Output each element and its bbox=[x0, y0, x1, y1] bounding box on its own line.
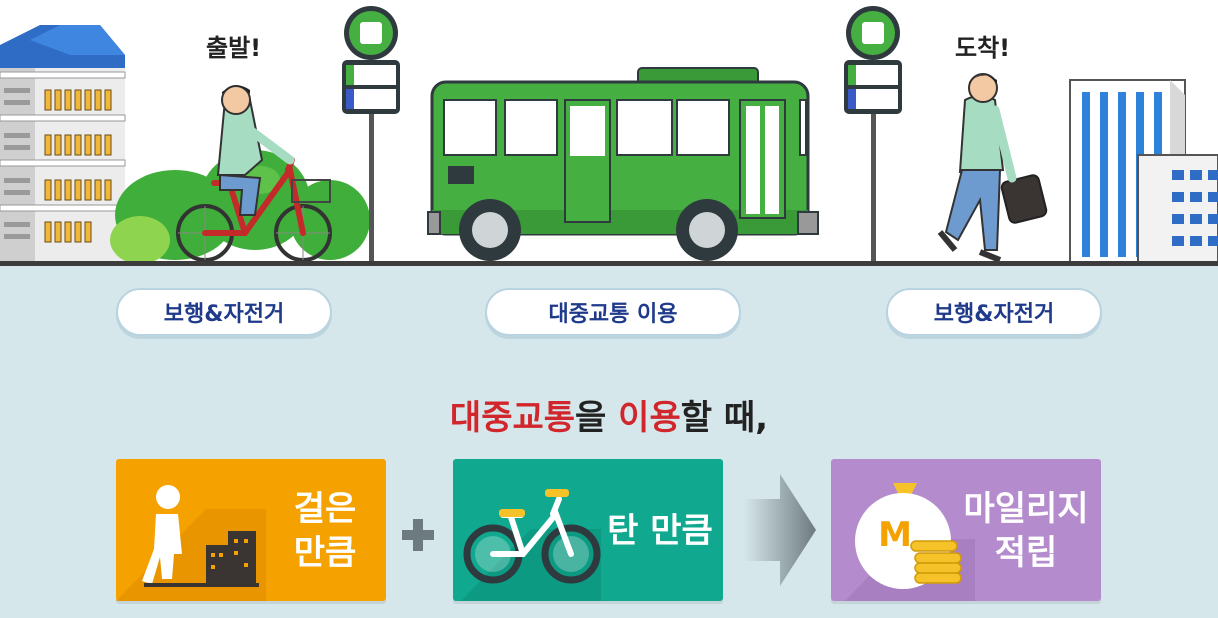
illustration-scene: 출발! 도착! bbox=[0, 0, 1218, 266]
headline-transit: 대중교통 bbox=[449, 398, 576, 438]
headline-use: 이용 bbox=[618, 398, 681, 438]
headline-when: 할 때, bbox=[680, 398, 769, 438]
step-walk-bike-right: 보행&자전거 bbox=[886, 288, 1102, 336]
plus-icon bbox=[402, 519, 434, 551]
coin-letter: M bbox=[878, 515, 912, 555]
right-buildings-illustration bbox=[1069, 79, 1218, 264]
start-label: 출발! bbox=[206, 34, 262, 62]
mileage-line2: 적립 bbox=[994, 533, 1058, 573]
rode-text: 탄 만큼 bbox=[607, 511, 713, 551]
walked-text: 걸은 만큼 bbox=[266, 487, 384, 575]
road-line bbox=[0, 261, 1218, 266]
bicycle-icon bbox=[461, 489, 601, 601]
arrow-right-icon bbox=[744, 474, 816, 586]
bus-illustration bbox=[427, 67, 819, 261]
mileage-card: M 마일리지 적립 bbox=[831, 459, 1101, 601]
cyclist-illustration bbox=[176, 85, 332, 262]
bus-stop-left-illustration bbox=[342, 6, 400, 262]
scene-artwork bbox=[0, 6, 1218, 264]
mileage-line1: 마일리지 bbox=[963, 489, 1089, 529]
bus-stop-right-illustration bbox=[844, 6, 902, 262]
step-transit: 대중교통 이용 bbox=[485, 288, 741, 336]
money-bag-icon bbox=[845, 483, 975, 601]
walker-illustration bbox=[937, 73, 1048, 263]
step-walk-bike-left: 보행&자전거 bbox=[116, 288, 332, 336]
walked-card: 걸은 만큼 bbox=[116, 459, 386, 601]
left-building-illustration bbox=[0, 25, 126, 263]
walker-building-icon bbox=[116, 485, 266, 601]
headline: 대중교통을 이용할 때, bbox=[0, 390, 1218, 439]
arrive-label: 도착! bbox=[955, 34, 1011, 62]
headline-particle: 을 bbox=[575, 398, 619, 438]
rode-card: 탄 만큼 bbox=[453, 459, 723, 601]
mileage-text: 마일리지 적립 bbox=[955, 487, 1097, 575]
walked-line1: 걸은 bbox=[293, 489, 357, 529]
walked-line2: 만큼 bbox=[293, 533, 357, 573]
